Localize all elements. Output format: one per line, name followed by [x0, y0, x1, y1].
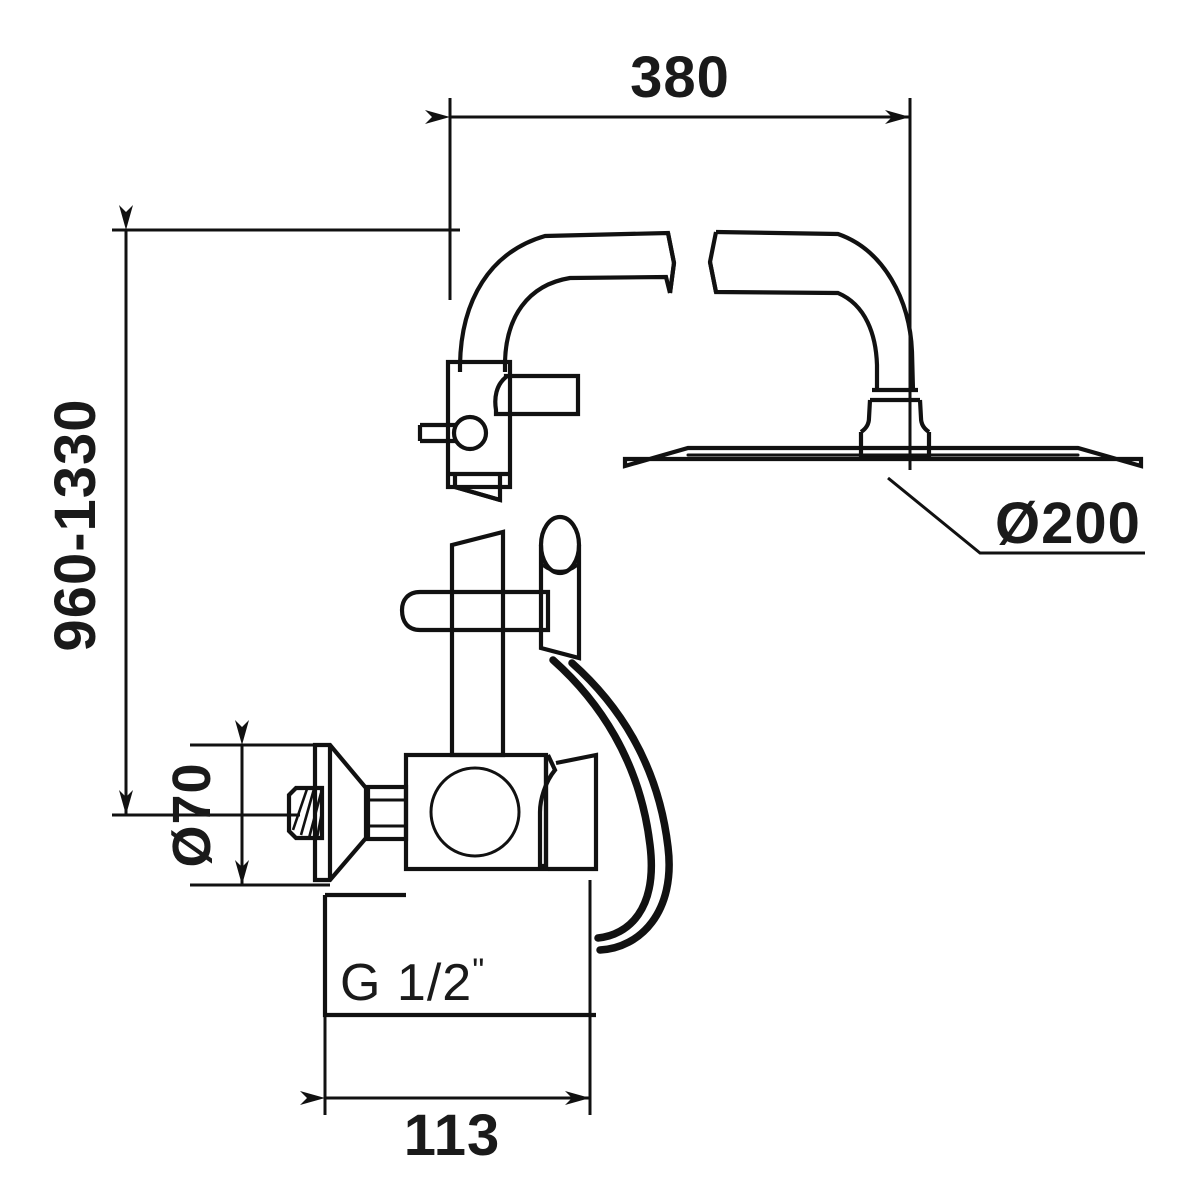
hose-connector-stem	[538, 514, 582, 661]
dimension-height-group: 960-1330	[43, 205, 460, 817]
thread-spec-value: G 1/2	[340, 954, 472, 1012]
dim-380-text: 380	[630, 45, 730, 110]
dimension-113-group: 113	[300, 880, 592, 1168]
threaded-inlet-nipple	[286, 785, 325, 841]
dia200-leader	[887, 476, 1145, 555]
riser-pipe	[449, 529, 506, 758]
cross-handle-lever	[399, 589, 551, 633]
dimension-head-diameter-group: Ø200	[887, 476, 1145, 556]
thread-spec-label: G 1/2"	[340, 952, 485, 1012]
shower-arm-right-segment	[707, 229, 916, 391]
dia70-text: Ø70	[162, 762, 222, 867]
hex-nut	[365, 784, 409, 842]
dim-113-text: 113	[404, 1103, 501, 1168]
upper-wall-bracket	[417, 359, 581, 503]
dia200-text: Ø200	[995, 491, 1141, 556]
rain-shower-head-plate	[622, 445, 1144, 469]
dimension-dia70-group: Ø70	[162, 720, 315, 887]
mixer-valve-body	[403, 752, 599, 872]
thread-spec-inch-mark: "	[472, 952, 485, 990]
flexible-shower-hose	[549, 656, 673, 954]
shower-arm-left-segment	[457, 230, 677, 372]
dimension-380-group: 380	[425, 45, 912, 470]
dim-height-text: 960-1330	[43, 398, 108, 651]
